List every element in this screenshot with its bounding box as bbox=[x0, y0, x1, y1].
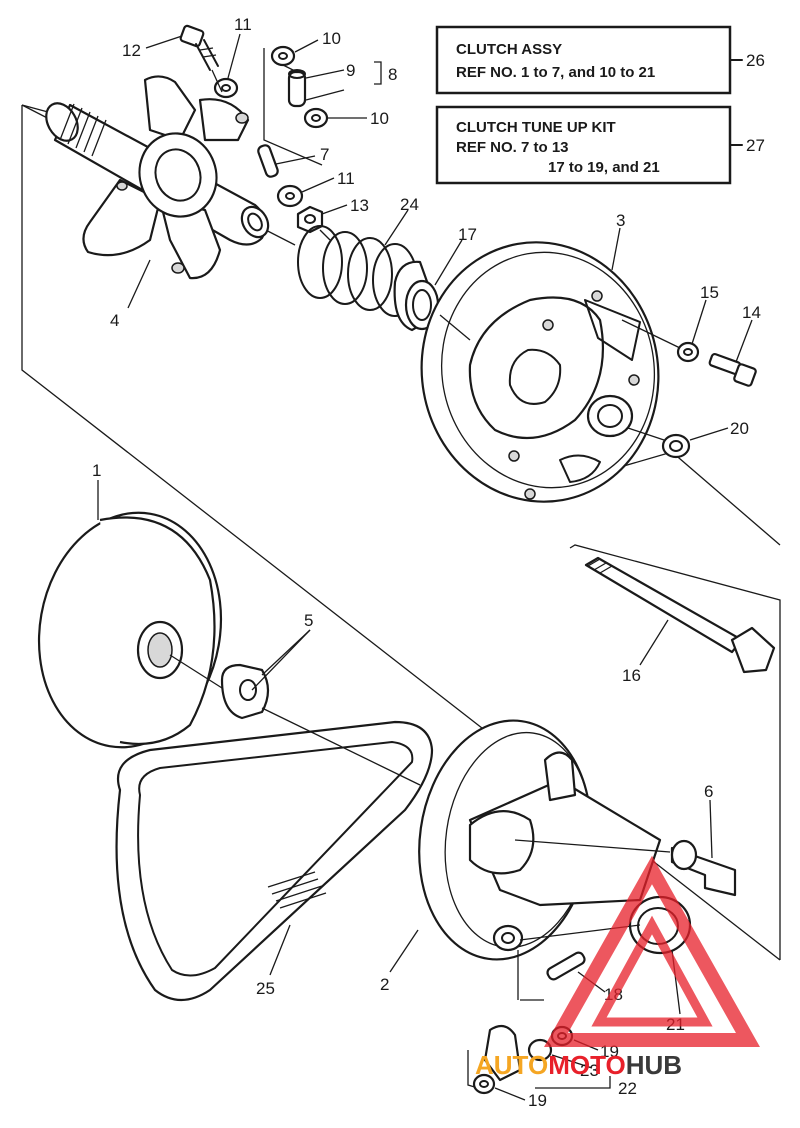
part-7-pin bbox=[257, 144, 279, 178]
callout-19-lower: 19 bbox=[528, 1091, 547, 1110]
callout-labels: 12 11 10 9 8 10 7 11 13 24 17 3 4 15 14 … bbox=[92, 15, 765, 1110]
callout-5: 5 bbox=[304, 611, 313, 630]
callout-27: 27 bbox=[746, 136, 765, 155]
part-11-washer-upper bbox=[213, 77, 239, 99]
part-8-bracket bbox=[263, 48, 382, 166]
part-25-belt bbox=[115, 720, 434, 1002]
box27-line-2: REF NO. 7 to 13 bbox=[456, 139, 569, 156]
part-14-bolt bbox=[708, 352, 757, 387]
watermark-part1: AUTO bbox=[475, 1050, 548, 1080]
part-12-bolt bbox=[179, 24, 219, 71]
part-3-cover bbox=[420, 241, 660, 503]
callout-leader-lines bbox=[97, 33, 753, 1101]
part-11-washer-lower bbox=[276, 184, 304, 208]
legend-box-26: CLUTCH ASSY REF NO. 1 to 7, and 10 to 21 bbox=[435, 25, 743, 95]
callout-16: 16 bbox=[622, 666, 641, 685]
callout-20: 20 bbox=[730, 419, 749, 438]
callout-1: 1 bbox=[92, 461, 101, 480]
callout-17: 17 bbox=[458, 225, 477, 244]
callout-12: 12 bbox=[122, 41, 141, 60]
callout-11-upper: 11 bbox=[234, 15, 252, 34]
callout-6: 6 bbox=[704, 782, 713, 801]
callout-10-upper: 10 bbox=[322, 29, 341, 48]
part-19-washer-lower bbox=[472, 1073, 496, 1095]
part-20-washer bbox=[661, 433, 691, 459]
watermark-part3: HUB bbox=[626, 1050, 682, 1080]
callout-23: 23 bbox=[580, 1061, 599, 1080]
watermark-text: AUTOMOTOHUB bbox=[475, 1050, 682, 1080]
part-16-long-bolt bbox=[584, 556, 776, 674]
part-18-pin bbox=[546, 951, 586, 981]
callout-7: 7 bbox=[320, 145, 329, 164]
part-1-sheave bbox=[37, 511, 223, 749]
box27-line-3: 17 to 19, and 21 bbox=[548, 159, 660, 176]
part-4-spider-shaft bbox=[45, 75, 270, 280]
part-2-movable-sheave bbox=[418, 719, 662, 961]
box26-line-2: REF NO. 1 to 7, and 10 to 21 bbox=[456, 64, 655, 81]
callout-14: 14 bbox=[742, 303, 761, 322]
callout-25: 25 bbox=[256, 979, 275, 998]
callout-24: 24 bbox=[400, 195, 419, 214]
part-15-washer bbox=[676, 341, 700, 363]
callout-11-lower: 11 bbox=[337, 169, 355, 188]
callout-10-lower: 10 bbox=[370, 109, 389, 128]
callout-26: 26 bbox=[746, 51, 765, 70]
callout-13: 13 bbox=[350, 196, 369, 215]
watermark-triangle-logo bbox=[544, 855, 760, 1047]
callout-2: 2 bbox=[380, 975, 389, 994]
part-6-sleeve bbox=[670, 839, 737, 897]
part-10-washer-bottom bbox=[303, 107, 329, 129]
part-9-pin bbox=[287, 69, 307, 108]
part-17-bushing bbox=[393, 260, 440, 332]
callout-9: 9 bbox=[346, 61, 355, 80]
legend-box-27: CLUTCH TUNE UP KIT REF NO. 7 to 13 17 to… bbox=[435, 105, 743, 185]
callout-4: 4 bbox=[110, 311, 119, 330]
automotohub-watermark: AUTOMOTOHUB bbox=[475, 855, 760, 1080]
part-5-shoe bbox=[220, 663, 270, 720]
callout-8: 8 bbox=[388, 65, 397, 84]
box27-line-1: CLUTCH TUNE UP KIT bbox=[456, 119, 616, 136]
callout-22: 22 bbox=[618, 1079, 637, 1098]
part-10-washer-top bbox=[270, 45, 296, 67]
callout-3: 3 bbox=[616, 211, 625, 230]
watermark-part2: MOTO bbox=[548, 1050, 626, 1080]
part-13-nut bbox=[296, 205, 324, 234]
box26-line-1: CLUTCH ASSY bbox=[456, 41, 562, 58]
callout-15: 15 bbox=[700, 283, 719, 302]
